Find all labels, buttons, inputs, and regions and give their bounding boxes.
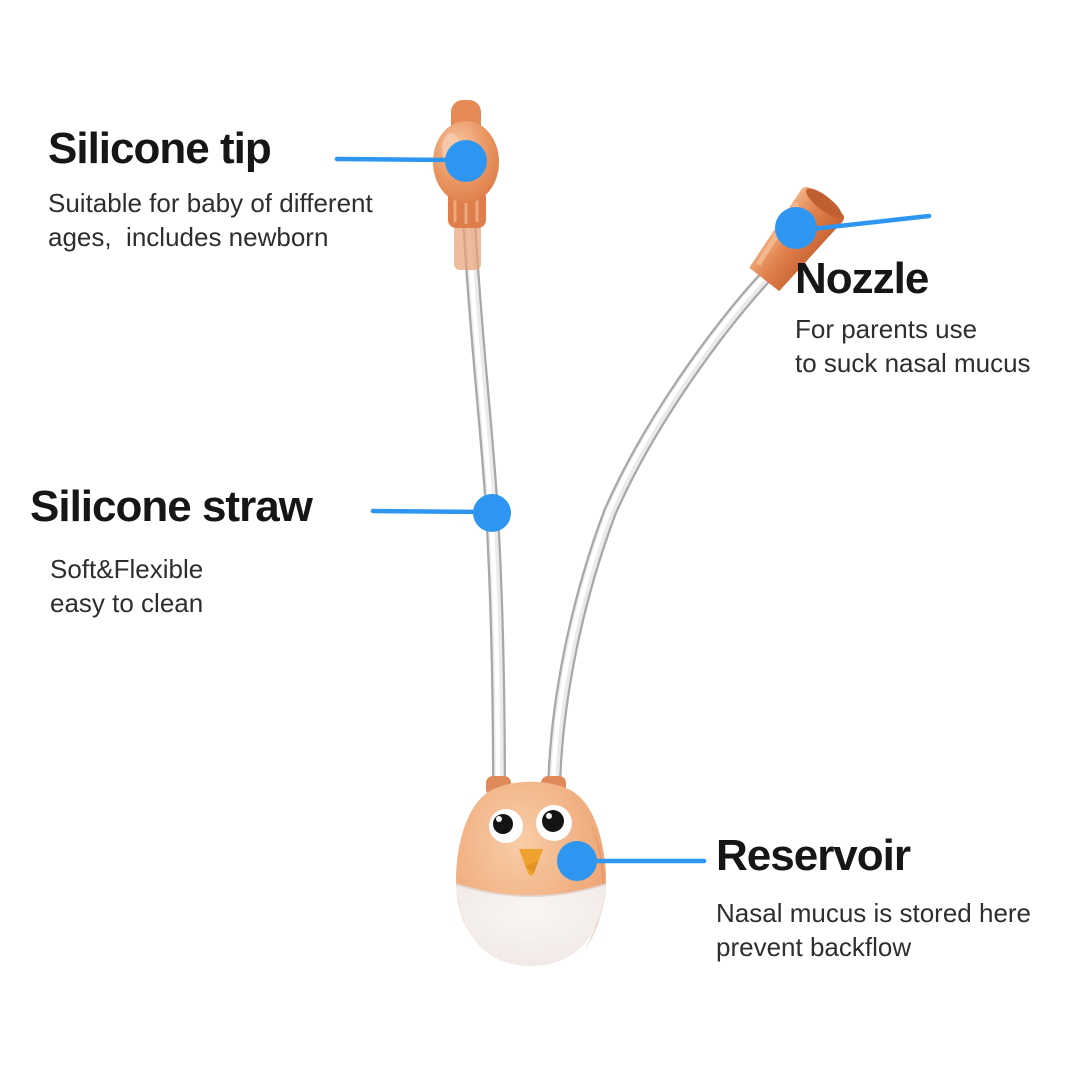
silicone-tip-marker-dot — [445, 140, 487, 182]
silicone-tip-leader-line — [334, 156, 454, 163]
silicone-tip-sleeve — [454, 222, 481, 270]
owl-left-pupil — [493, 814, 513, 834]
silicone-tip-label: Silicone tip Suitable for baby of differ… — [48, 124, 373, 254]
silicone-straw-description-line-2: easy to clean — [50, 588, 204, 618]
right-straw-tube — [547, 265, 777, 797]
silicone-straw-leader-line — [370, 508, 489, 515]
nozzle-marker-dot — [775, 207, 817, 249]
owl-right-pupil — [542, 810, 564, 832]
reservoir-title: Reservoir — [716, 831, 911, 880]
reservoir-cup — [456, 884, 606, 966]
reservoir-description-line-1: Nasal mucus is stored here — [716, 898, 1032, 928]
reservoir-marker-dot — [557, 841, 597, 881]
nozzle-leader-line — [809, 213, 932, 232]
nozzle-title: Nozzle — [795, 254, 929, 303]
aspirator-body — [455, 776, 607, 966]
silicone-tip-part — [433, 100, 499, 270]
silicone-tip-description-line-1: Suitable for baby of different — [48, 188, 373, 218]
reservoir-label: Reservoir Nasal mucus is stored here pre… — [716, 831, 1031, 964]
owl-beak — [519, 849, 543, 876]
silicone-straw-title: Silicone straw — [30, 482, 313, 531]
silicone-straw-description-line-1: Soft&Flexible — [50, 554, 204, 584]
silicone-tip-description-line-2: ages, includes newborn — [48, 222, 329, 252]
silicone-straw-label: Silicone straw Soft&Flexible easy to cle… — [30, 482, 313, 620]
nozzle-description-line-2: to suck nasal mucus — [795, 348, 1031, 378]
nozzle-description-line-1: For parents use — [795, 314, 978, 344]
reservoir-description-line-2: prevent backflow — [716, 932, 912, 962]
silicone-tip-title: Silicone tip — [48, 124, 272, 173]
silicone-straw-marker-dot — [473, 494, 511, 532]
nozzle-label: Nozzle For parents use to suck nasal muc… — [795, 254, 1031, 380]
nozzle-opening — [806, 188, 842, 218]
